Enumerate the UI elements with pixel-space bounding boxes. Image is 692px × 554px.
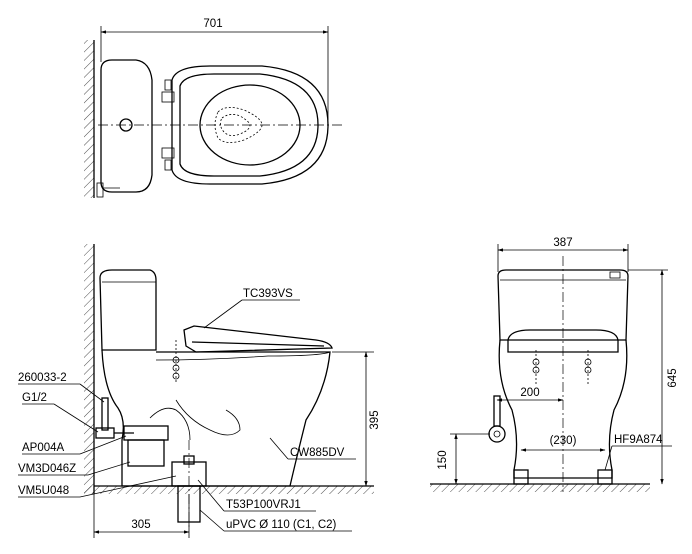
top-wall [84, 40, 94, 198]
dim-side-depth: 305 [131, 519, 150, 531]
label-thread: G1/2 [22, 392, 47, 404]
dim-front-inlet: 150 [437, 450, 449, 469]
label-front-part: HF9A874 [614, 434, 663, 446]
dim-front-offset: 200 [520, 387, 539, 399]
label-ap004a: AP004A [22, 442, 65, 454]
side-seat [183, 325, 333, 353]
front-tank [497, 269, 629, 341]
top-drain [214, 107, 263, 143]
front-valve-icon [488, 425, 506, 443]
dim-front-height: 645 [667, 368, 679, 387]
label-flange: T53P100VRJ1 [226, 499, 301, 511]
side-view: 395 305 TC393VS 260033-2 G1/2 AP004A VM3… [18, 244, 381, 538]
side-tank [99, 269, 157, 351]
dim-top-width: 701 [203, 18, 222, 30]
dim-side-height: 395 [369, 410, 381, 429]
side-bowl [101, 349, 331, 487]
side-wall [84, 244, 94, 494]
front-floor [430, 484, 650, 492]
front-seat [507, 329, 619, 353]
label-vm5u: VM5U048 [18, 485, 69, 497]
dim-front-width: 387 [553, 237, 572, 249]
label-seat: TC393VS [243, 288, 293, 300]
label-260033: 260033-2 [18, 372, 67, 384]
top-tank [100, 59, 153, 193]
side-floor [84, 486, 374, 494]
label-vm3d: VM3D046Z [18, 463, 76, 475]
label-pipe: uPVC Ø 110 (C1, C2) [226, 519, 337, 531]
front-view: 387 200 (230) 150 645 [430, 237, 679, 492]
top-view: 701 [84, 18, 345, 198]
dim-front-pitch: (230) [550, 435, 577, 447]
label-bowl: CW885DV [290, 447, 345, 459]
